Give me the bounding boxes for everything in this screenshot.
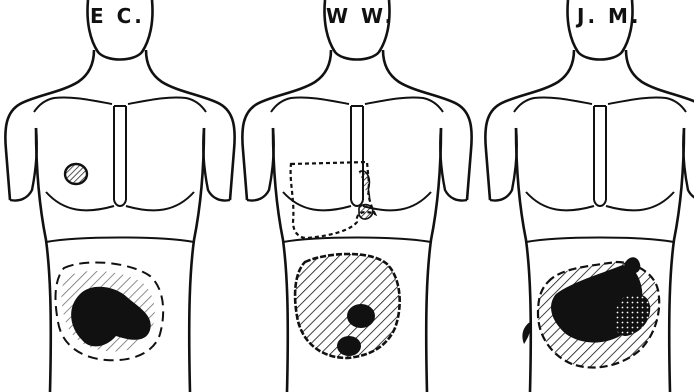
panel-ec <box>5 0 234 392</box>
panel-label-jm: J. M. <box>577 6 642 26</box>
ec-chest-lesion <box>65 164 87 184</box>
panel-ww <box>242 0 471 392</box>
jm-abdominal-region <box>522 257 659 367</box>
panel-label-ec: E C. <box>90 6 145 26</box>
panel-label-ww: W W. <box>326 6 395 26</box>
ww-abdominal-region <box>295 254 400 358</box>
ec-abdominal-region <box>56 262 164 360</box>
panel-jm <box>485 0 694 392</box>
